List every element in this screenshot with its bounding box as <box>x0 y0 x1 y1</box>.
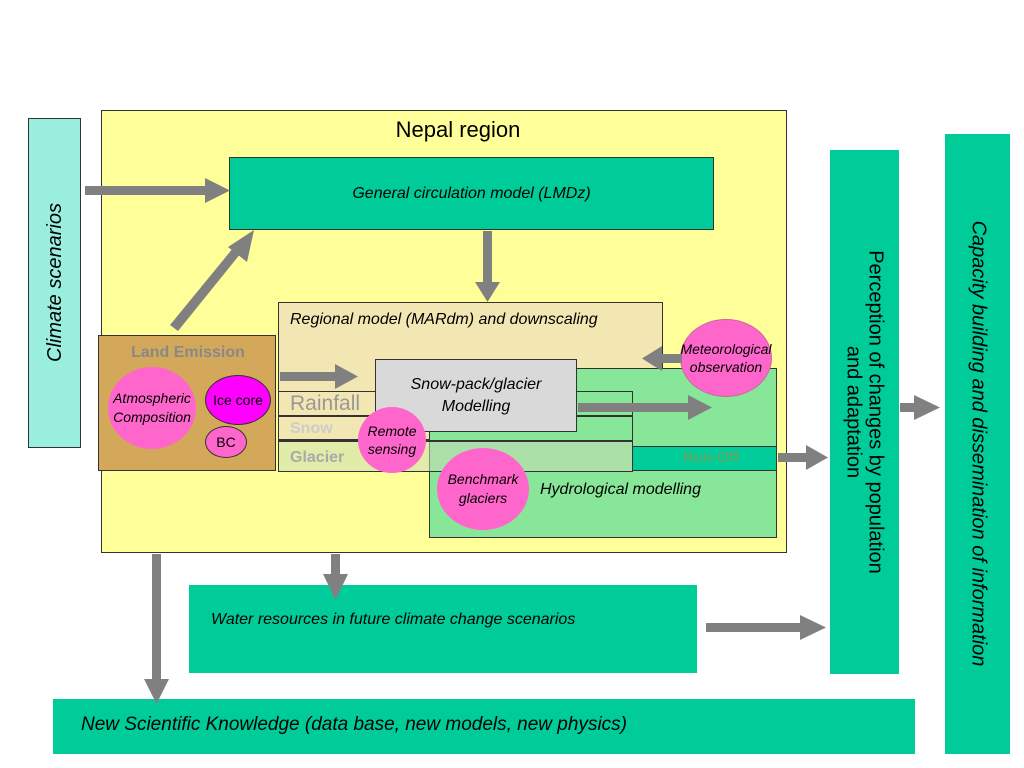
arrow-water-to-perception <box>706 615 826 640</box>
snow-label: Snow <box>290 420 333 437</box>
atmospheric-composition-ellipse: Atmospheric Composition <box>108 367 196 449</box>
meteo-line1: Meteorological <box>680 341 772 357</box>
arrow-nepal-to-water <box>323 554 348 600</box>
glacier-label: Glacier <box>290 449 345 466</box>
gcm-label: General circulation model (LMDz) <box>352 184 591 202</box>
arrow-meteo-to-regional <box>642 346 682 371</box>
arrow-snowpack-to-hydro <box>578 395 712 420</box>
bc-ellipse: BC <box>205 426 247 458</box>
remote-line1: Remote <box>367 423 417 439</box>
benchmark-line1: Benchmark <box>447 471 519 487</box>
arrow-climate-to-gcm <box>85 178 230 203</box>
new-knowledge-label: New Scientific Knowledge (data base, new… <box>81 714 627 735</box>
land-emission-label: Land Emission <box>131 344 245 361</box>
benchmark-line2: glaciers <box>458 490 508 506</box>
ice-core-ellipse: Ice core <box>205 375 271 425</box>
arrow-land-to-gcm <box>170 230 254 331</box>
hydrological-label: Hydrological modelling <box>540 481 701 498</box>
snowpack-line2: Modelling <box>441 397 511 415</box>
remote-line2: sensing <box>367 441 417 457</box>
arrow-land-to-snowpack <box>280 364 358 389</box>
capacity-box: Capacity building and dissemination of i… <box>945 134 1010 754</box>
water-resources-label: Water resources in future climate change… <box>211 611 576 628</box>
regional-model-label: Regional model (MARdm) and downscaling <box>290 311 598 328</box>
snowpack-line1: Snow-pack/glacier <box>410 375 542 393</box>
arrow-gcm-to-regional <box>475 231 500 302</box>
runoff-strip: Run-Off <box>632 446 777 471</box>
climate-scenarios-box: Climate scenarios <box>28 118 81 448</box>
atmospheric-line1: Atmospheric <box>113 390 191 406</box>
perception-box: Perception of changes by population and … <box>830 150 899 674</box>
arrow-nepal-to-knowledge <box>144 554 169 704</box>
arrow-perception-to-capacity <box>900 395 940 420</box>
ice-core-label: Ice core <box>213 392 263 408</box>
rainfall-label: Rainfall <box>290 392 361 415</box>
water-resources-box: Water resources in future climate change… <box>189 585 697 673</box>
runoff-label: Run-Off <box>683 449 739 466</box>
atmospheric-line2: Composition <box>113 409 191 425</box>
new-knowledge-box: New Scientific Knowledge (data base, new… <box>53 699 915 754</box>
meteorological-observation-ellipse: Meteorological observation <box>680 319 772 397</box>
region-title: Nepal region <box>395 117 521 142</box>
bc-label: BC <box>216 434 236 450</box>
arrow-runoff-to-perception <box>778 445 828 470</box>
remote-sensing-ellipse: Remote sensing <box>358 407 426 473</box>
gcm-box: General circulation model (LMDz) <box>229 157 714 230</box>
benchmark-glaciers-ellipse: Benchmark glaciers <box>437 448 529 530</box>
meteo-line2: observation <box>689 359 763 375</box>
